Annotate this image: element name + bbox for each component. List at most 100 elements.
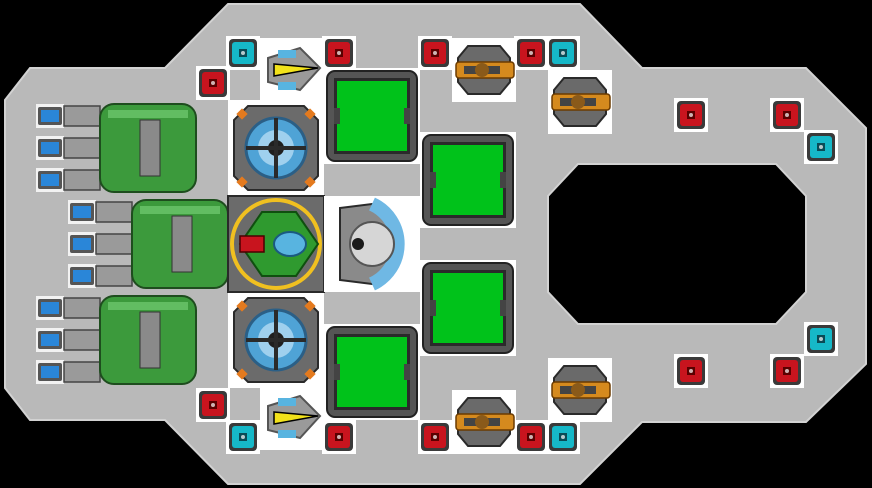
- red-socket[interactable]: [418, 36, 452, 70]
- socket-glint: [785, 369, 789, 373]
- armor-clip: [430, 300, 436, 316]
- tank-highlight: [108, 110, 188, 118]
- reactor[interactable]: [228, 292, 324, 388]
- armor-clip: [430, 172, 436, 188]
- armor-clip: [500, 300, 506, 316]
- thruster-pipe: [63, 105, 101, 127]
- socket-glint: [337, 51, 341, 55]
- pod-cockpit: [273, 231, 307, 257]
- armor-clip: [334, 364, 340, 380]
- laser-fin: [278, 398, 296, 406]
- socket-glint: [689, 113, 693, 117]
- red-socket[interactable]: [514, 420, 548, 454]
- cyan-socket[interactable]: [804, 322, 838, 356]
- thruster-pipe: [63, 329, 101, 351]
- nozzle-flame: [41, 366, 59, 378]
- thruster-pipe: [95, 201, 133, 223]
- thruster-bank[interactable]: [68, 199, 229, 289]
- red-socket[interactable]: [514, 36, 548, 70]
- cyan-socket[interactable]: [226, 420, 260, 454]
- armor-panel[interactable]: [324, 324, 420, 420]
- cannon-turret[interactable]: [452, 390, 516, 454]
- red-socket[interactable]: [770, 354, 804, 388]
- cannon-turret[interactable]: [452, 38, 516, 102]
- thruster-pipe: [63, 169, 101, 191]
- laser-fin: [278, 430, 296, 438]
- laser-fin: [278, 82, 296, 90]
- socket-glint: [241, 435, 245, 439]
- red-socket[interactable]: [674, 354, 708, 388]
- socket-glint: [819, 145, 823, 149]
- socket-glint: [211, 81, 215, 85]
- armor-clip: [404, 108, 410, 124]
- socket-glint: [785, 113, 789, 117]
- turrets: [260, 38, 612, 454]
- red-socket[interactable]: [196, 66, 230, 100]
- thruster-banks: [36, 103, 229, 385]
- armor-panel[interactable]: [324, 68, 420, 164]
- red-socket[interactable]: [196, 388, 230, 422]
- reactor-vent: [304, 300, 316, 312]
- nozzle-flame: [41, 174, 59, 186]
- red-socket[interactable]: [770, 98, 804, 132]
- reactor-vent: [236, 368, 248, 380]
- thruster-bank[interactable]: [36, 103, 197, 193]
- thruster-pipe: [63, 297, 101, 319]
- tank-manifold: [139, 119, 161, 177]
- armor-clip: [334, 108, 340, 124]
- tank-manifold: [171, 215, 193, 273]
- thruster-pipe: [95, 233, 133, 255]
- socket-grid: [196, 36, 838, 454]
- nozzle-flame: [73, 238, 91, 250]
- reactors: [228, 100, 324, 388]
- socket-glint: [529, 51, 533, 55]
- laser-emitter: [273, 63, 319, 77]
- armor-panel[interactable]: [420, 132, 516, 228]
- armor-panels: [324, 68, 516, 420]
- armor-clip: [404, 364, 410, 380]
- red-socket[interactable]: [322, 36, 356, 70]
- socket-glint: [561, 435, 565, 439]
- cannon-mount: [571, 383, 585, 397]
- thruster-bank[interactable]: [36, 295, 197, 385]
- reactor-vent: [236, 176, 248, 188]
- laser-turret[interactable]: [260, 38, 324, 102]
- cannon-mount: [571, 95, 585, 109]
- laser-fin: [278, 50, 296, 58]
- armor-plate: [433, 145, 503, 215]
- pod-ring: [230, 198, 322, 290]
- tank-highlight: [108, 302, 188, 310]
- cyan-socket[interactable]: [804, 130, 838, 164]
- nozzle-flame: [41, 110, 59, 122]
- cyan-socket[interactable]: [546, 36, 580, 70]
- nozzle-flame: [41, 142, 59, 154]
- red-socket[interactable]: [418, 420, 452, 454]
- shield-dome[interactable]: [324, 196, 420, 292]
- red-socket[interactable]: [322, 420, 356, 454]
- cannon-turret[interactable]: [548, 70, 612, 134]
- cannon-turret[interactable]: [548, 358, 612, 422]
- socket-glint: [337, 435, 341, 439]
- thruster-pipe: [63, 361, 101, 383]
- reactor[interactable]: [228, 100, 324, 196]
- laser-turret[interactable]: [260, 386, 324, 450]
- pod-weapon: [239, 235, 265, 253]
- armor-panel[interactable]: [420, 260, 516, 356]
- socket-glint: [561, 51, 565, 55]
- socket-glint: [241, 51, 245, 55]
- reactor-vent: [236, 300, 248, 312]
- thruster-pipe: [63, 137, 101, 159]
- command-pod[interactable]: [227, 195, 325, 293]
- reactor-vent: [304, 176, 316, 188]
- cyan-socket[interactable]: [546, 420, 580, 454]
- red-socket[interactable]: [674, 98, 708, 132]
- dome-port: [352, 238, 364, 250]
- reactor-spokes: [246, 310, 306, 370]
- armor-clip: [500, 172, 506, 188]
- laser-emitter: [273, 411, 319, 425]
- core-modules: [227, 195, 420, 293]
- cyan-socket[interactable]: [226, 36, 260, 70]
- nozzle-flame: [41, 334, 59, 346]
